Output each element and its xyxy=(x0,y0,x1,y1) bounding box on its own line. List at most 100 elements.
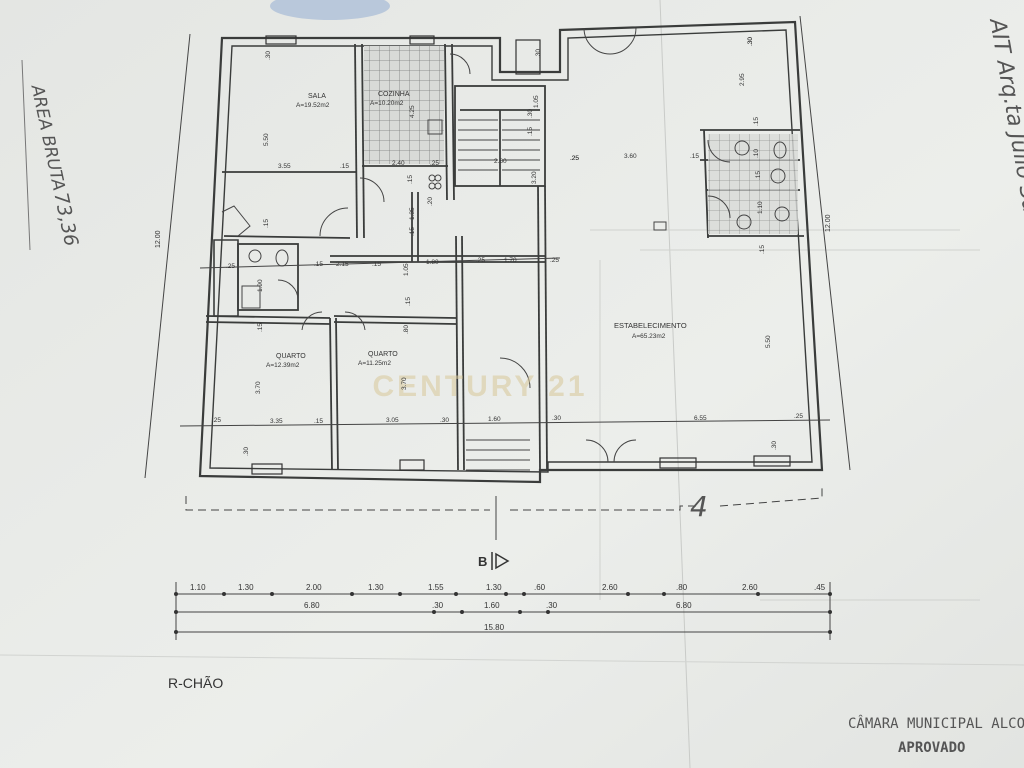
dimension-tick xyxy=(504,592,508,596)
north-marker-glyph: 4 xyxy=(690,490,708,523)
dimension-tick xyxy=(662,592,666,596)
svg-text:.30: .30 xyxy=(552,415,561,422)
svg-text:.20: .20 xyxy=(427,197,434,206)
svg-text:.25: .25 xyxy=(794,413,803,420)
svg-text:1.55: 1.55 xyxy=(428,583,444,592)
svg-text:.30: .30 xyxy=(747,37,754,46)
kitchen-tiles xyxy=(364,46,444,164)
dimension-row-3: 15.80 xyxy=(484,623,505,632)
floor-label: R-CHÃO xyxy=(168,675,223,691)
interior-walls xyxy=(205,43,804,471)
svg-text:.45: .45 xyxy=(814,583,826,592)
dimension-tick xyxy=(270,592,274,596)
dimension-tick xyxy=(546,610,550,614)
svg-text:.15: .15 xyxy=(314,418,323,425)
svg-text:.80: .80 xyxy=(403,325,410,334)
svg-text:2.60: 2.60 xyxy=(742,583,758,592)
svg-text:.30: .30 xyxy=(265,51,272,60)
room-area-estabelecimento: A=65.23m2 xyxy=(632,333,666,340)
svg-text:.15: .15 xyxy=(690,153,699,160)
svg-text:6.55: 6.55 xyxy=(694,415,707,422)
svg-text:.15: .15 xyxy=(340,163,349,170)
dimension-tick xyxy=(828,610,832,614)
svg-text:.30: .30 xyxy=(771,441,778,450)
svg-text:1.80: 1.80 xyxy=(426,259,439,266)
dimension-tick xyxy=(756,592,760,596)
overall-dimension-lines xyxy=(144,15,851,540)
svg-text:1.30: 1.30 xyxy=(368,583,384,592)
dimension-row-2: 6.80 .30 1.60 .30 6.80 xyxy=(304,601,692,610)
north-marker: 4 xyxy=(690,490,708,523)
dimension-tick xyxy=(174,630,178,634)
svg-text:2.40: 2.40 xyxy=(392,160,405,167)
svg-text:1.05: 1.05 xyxy=(533,95,540,108)
svg-text:.60: .60 xyxy=(534,583,546,592)
svg-text:2.60: 2.60 xyxy=(494,158,507,165)
svg-text:.15: .15 xyxy=(314,261,323,268)
dimension-tick xyxy=(518,610,522,614)
svg-text:.15: .15 xyxy=(753,117,760,126)
svg-text:6.80: 6.80 xyxy=(676,601,692,610)
dimension-tick xyxy=(174,610,178,614)
dimension-row-1: 1.10 1.30 2.00 1.30 1.55 1.30 .60 2.60 .… xyxy=(190,583,826,592)
svg-text:.30: .30 xyxy=(432,601,444,610)
svg-text:.30: .30 xyxy=(747,37,754,46)
stamp-line-2: APROVADO xyxy=(898,740,965,756)
dimension-tick xyxy=(460,610,464,614)
svg-text:.15: .15 xyxy=(257,323,264,332)
svg-text:.30: .30 xyxy=(535,49,542,58)
svg-text:4.25: 4.25 xyxy=(409,105,416,118)
svg-text:2.95: 2.95 xyxy=(739,73,746,86)
svg-text:5.50: 5.50 xyxy=(263,133,270,146)
svg-text:.10: .10 xyxy=(753,149,760,158)
svg-text:1.10: 1.10 xyxy=(190,583,206,592)
svg-text:.15: .15 xyxy=(755,171,762,180)
room-area-sala: A=19.52m2 xyxy=(296,102,330,109)
svg-text:.30: .30 xyxy=(243,447,250,456)
interior-dimension-labels: .30 5.50 3.55 .15 2.40 .25 4.25 .30 .15 … xyxy=(212,37,803,456)
svg-text:.80: .80 xyxy=(676,583,688,592)
svg-text:.15: .15 xyxy=(372,261,381,268)
svg-text:.25: .25 xyxy=(570,155,579,162)
room-area-quarto-1: A=12.39m2 xyxy=(266,362,300,369)
svg-text:2.15: 2.15 xyxy=(336,261,349,268)
svg-text:3.20: 3.20 xyxy=(531,171,538,184)
watermark: CENTURY 21 xyxy=(372,370,587,403)
svg-text:.30: .30 xyxy=(527,109,534,118)
section-marker: B xyxy=(478,552,510,570)
dimension-tick xyxy=(398,592,402,596)
overall-height-right: 12.00 xyxy=(825,214,832,232)
svg-text:.25: .25 xyxy=(430,160,439,167)
svg-text:3.60: 3.60 xyxy=(624,153,637,160)
dimension-tick xyxy=(222,592,226,596)
svg-text:.15: .15 xyxy=(405,297,412,306)
dimension-ticks xyxy=(174,592,832,634)
area-note-underline xyxy=(21,59,31,251)
dimension-tick xyxy=(626,592,630,596)
svg-text:5.50: 5.50 xyxy=(765,335,772,348)
section-letter: B xyxy=(478,554,487,569)
dimension-tick xyxy=(522,592,526,596)
room-name-quarto-2: QUARTO xyxy=(368,351,398,358)
stair-treads xyxy=(458,119,540,471)
dimension-tick xyxy=(828,630,832,634)
svg-text:.30: .30 xyxy=(546,601,558,610)
svg-text:2.00: 2.00 xyxy=(306,583,322,592)
svg-text:1.90: 1.90 xyxy=(257,279,264,292)
dimension-tick xyxy=(454,592,458,596)
dimension-tick xyxy=(350,592,354,596)
room-area-quarto-2: A=11.25m2 xyxy=(358,360,391,367)
svg-text:.30: .30 xyxy=(440,417,449,424)
svg-text:.25: .25 xyxy=(570,155,579,162)
svg-text:1.35: 1.35 xyxy=(409,207,416,220)
svg-text:.15: .15 xyxy=(759,245,766,254)
stamp-line-1: CÂMARA MUNICIPAL ALCOCH xyxy=(848,714,1024,732)
svg-text:1.60: 1.60 xyxy=(484,601,500,610)
section-arrow-icon xyxy=(495,552,510,570)
svg-text:.15: .15 xyxy=(263,219,270,228)
svg-text:1.30: 1.30 xyxy=(486,583,502,592)
window-marks xyxy=(251,35,791,475)
svg-text:1.60: 1.60 xyxy=(488,416,501,423)
svg-text:.25: .25 xyxy=(476,257,485,264)
svg-text:.25: .25 xyxy=(212,417,221,424)
